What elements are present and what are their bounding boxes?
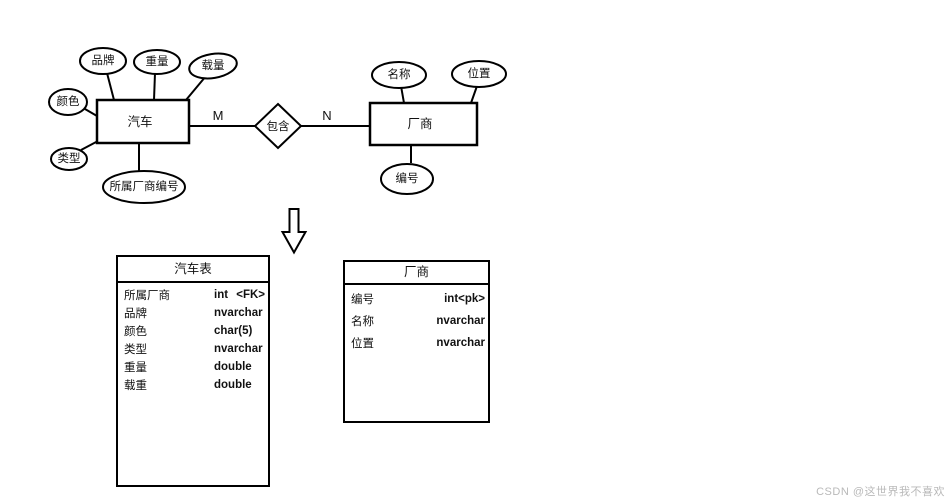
type-label: 类型 (58, 151, 81, 165)
manufacturer-no-ellipse (102, 170, 186, 204)
brand-label: 品牌 (92, 53, 115, 67)
manufacturer-table: 厂商 编号 int<pk> 名称 nvarchar 位置 nvarchar (343, 260, 490, 423)
column-type: int (214, 289, 229, 301)
location-ellipse (451, 60, 507, 88)
attribute-manufacturer-no: 所属厂商编号 (102, 170, 186, 204)
connector-load (185, 75, 207, 101)
connector-color (84, 108, 98, 117)
attribute-weight: 重量 (133, 49, 181, 75)
color-ellipse (48, 88, 88, 116)
connector-lines (80, 72, 478, 171)
column-type: nvarchar (214, 307, 263, 319)
attribute-no: 编号 (380, 163, 434, 195)
down-arrow-icon (280, 208, 308, 255)
relationship-diamond (253, 102, 303, 150)
connector-location (470, 85, 478, 104)
car-table: 汽车表 所属厂商 int <FK> 品牌 nvarchar 颜色 char(5)… (116, 255, 270, 487)
entity-car: 汽车 (95, 98, 191, 145)
column-key: <FK> (236, 289, 265, 301)
relationship-contains: 包含 (253, 102, 303, 150)
table-row: 位置 nvarchar (345, 332, 488, 354)
attribute-brand: 品牌 (79, 47, 127, 75)
column-name: 类型 (124, 344, 147, 356)
column-type: nvarchar (436, 315, 485, 327)
column-name: 品牌 (124, 308, 147, 320)
attribute-location: 位置 (451, 60, 507, 88)
manufacturer-table-title: 厂商 (345, 262, 488, 285)
column-name: 载重 (124, 380, 147, 392)
brand-ellipse (79, 47, 127, 75)
manufacturer-entity-box (368, 101, 479, 147)
connector-brand (106, 72, 115, 101)
column-name: 颜色 (124, 326, 147, 338)
weight-label: 重量 (146, 54, 169, 68)
car-entity-box (95, 98, 191, 145)
load-label: 载量 (202, 59, 225, 72)
table-row: 类型 nvarchar (118, 340, 268, 358)
column-type: double (214, 379, 252, 391)
manufacturer-entity-label: 厂商 (407, 116, 432, 131)
type-ellipse (50, 147, 88, 171)
cardinality-n-label: N (322, 108, 331, 123)
name-label: 名称 (388, 67, 411, 81)
table-row: 名称 nvarchar (345, 310, 488, 332)
table-row: 载重 double (118, 376, 268, 394)
car-entity-label: 汽车 (127, 114, 152, 129)
weight-ellipse (133, 49, 181, 75)
relationship-label: 包含 (267, 119, 290, 133)
attribute-load: 载量 (188, 52, 238, 80)
name-ellipse (371, 61, 427, 89)
connector-type (80, 140, 99, 151)
table-row: 所属厂商 int <FK> (118, 286, 268, 304)
table-row: 重量 double (118, 358, 268, 376)
entity-manufacturer: 厂商 (368, 101, 479, 147)
no-ellipse (380, 163, 434, 195)
connector-weight (153, 72, 156, 101)
column-type: char(5) (214, 325, 253, 337)
location-label: 位置 (468, 66, 491, 80)
car-table-body: 所属厂商 int <FK> 品牌 nvarchar 颜色 char(5) 类型 … (118, 283, 268, 394)
csdn-watermark: CSDN @这世界我不喜欢 (816, 486, 945, 498)
table-row: 编号 int<pk> (345, 288, 488, 310)
column-name: 编号 (351, 294, 374, 306)
column-name: 所属厂商 (124, 290, 170, 302)
attribute-name: 名称 (371, 61, 427, 89)
column-type: double (214, 361, 252, 373)
column-type: nvarchar (436, 337, 485, 349)
no-label: 编号 (396, 171, 419, 185)
manufacturer-no-label: 所属厂商编号 (110, 179, 179, 193)
table-row: 颜色 char(5) (118, 322, 268, 340)
attribute-color: 颜色 (48, 88, 88, 116)
load-ellipse (188, 52, 238, 80)
car-table-title: 汽车表 (118, 257, 268, 283)
color-label: 颜色 (57, 94, 80, 108)
column-type: int<pk> (444, 293, 485, 305)
column-type: nvarchar (214, 343, 263, 355)
column-name: 名称 (351, 316, 374, 328)
manufacturer-table-body: 编号 int<pk> 名称 nvarchar 位置 nvarchar (345, 285, 488, 354)
table-row: 品牌 nvarchar (118, 304, 268, 322)
attribute-type: 类型 (50, 147, 88, 171)
column-name: 位置 (351, 338, 374, 350)
cardinality-m-label: M (213, 108, 224, 123)
column-name: 重量 (124, 362, 147, 374)
